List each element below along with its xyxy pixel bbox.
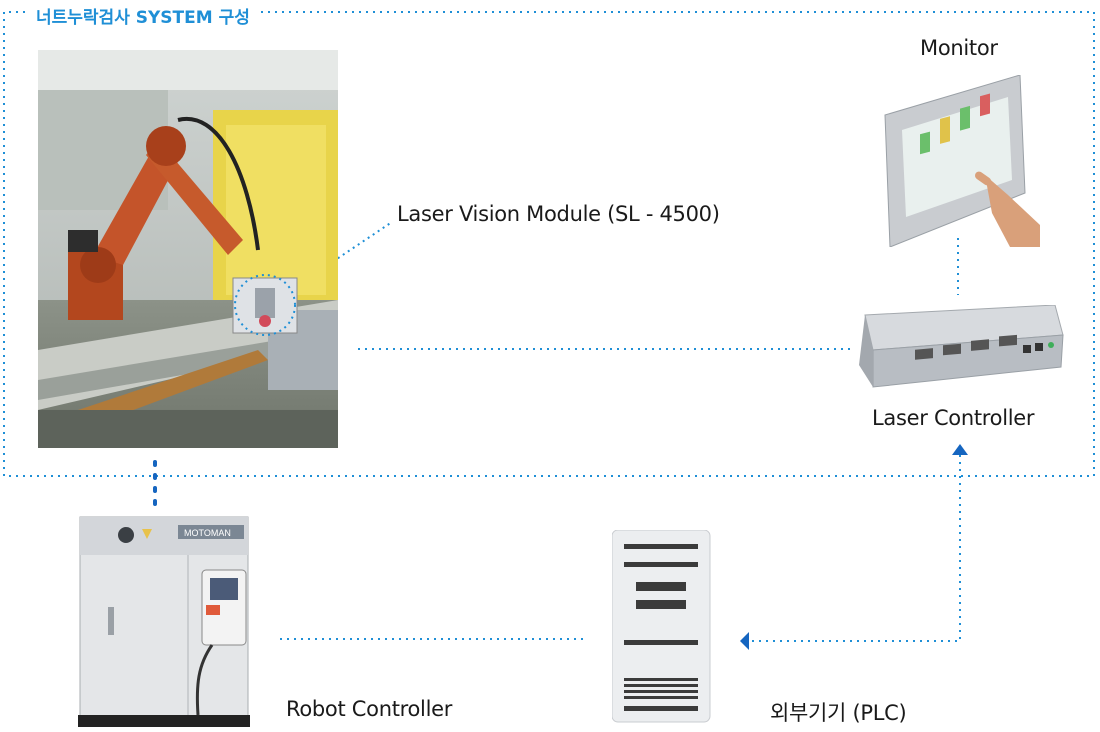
arrow-up-icon [952, 444, 968, 455]
robot-controller-label: Robot Controller [286, 697, 453, 721]
diagram-title: 너트누락검사 SYSTEM 구성 [30, 3, 256, 28]
monitor-touch-panel-icon [880, 74, 1045, 248]
arrow-left-icon [740, 632, 749, 650]
robot-controller-cabinet-icon: MOTOMAN [78, 515, 250, 728]
laser-controller-label: Laser Controller [872, 406, 1035, 430]
link-plc-to-laser-controller [752, 455, 961, 642]
robot-brand-text: MOTOMAN [184, 528, 231, 538]
laser-controller-box-icon [855, 304, 1065, 390]
robot-cell-photo [38, 50, 338, 448]
plc-label: 외부기기 (PLC) [770, 701, 907, 725]
system-boundary [3, 11, 1095, 477]
plc-server-tower-icon [611, 529, 712, 725]
monitor-label: Monitor [920, 36, 998, 60]
laser-vision-module-label: Laser Vision Module (SL - 4500) [397, 202, 720, 226]
